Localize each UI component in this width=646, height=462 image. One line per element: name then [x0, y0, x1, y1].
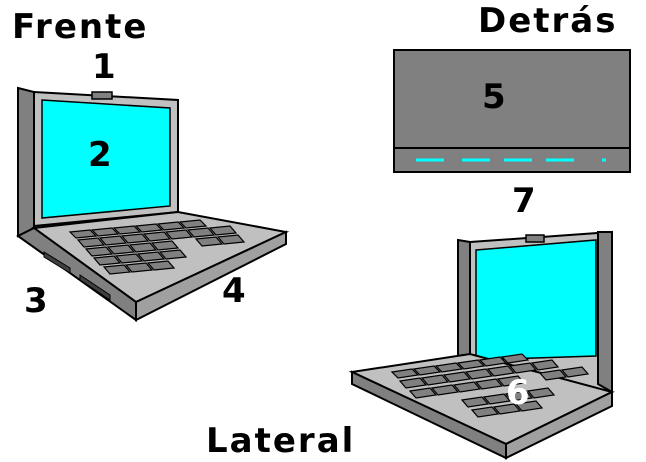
side-title: Lateral — [206, 421, 355, 461]
callout-4: 4 — [222, 271, 246, 311]
back-view — [394, 50, 630, 172]
front-top-latch — [92, 92, 112, 99]
back-lid — [394, 50, 630, 148]
callout-7: 7 — [512, 181, 536, 221]
back-title: Detrás — [478, 1, 617, 41]
side-screen — [476, 240, 596, 360]
side-laptop — [352, 232, 612, 458]
callout-5: 5 — [482, 77, 506, 117]
side-top-latch — [526, 235, 544, 242]
callout-6: 6 — [506, 373, 530, 413]
callout-2: 2 — [88, 135, 112, 175]
front-title: Frente — [12, 7, 148, 47]
callout-3: 3 — [24, 281, 48, 321]
callout-1: 1 — [92, 47, 116, 87]
front-laptop — [18, 88, 286, 320]
